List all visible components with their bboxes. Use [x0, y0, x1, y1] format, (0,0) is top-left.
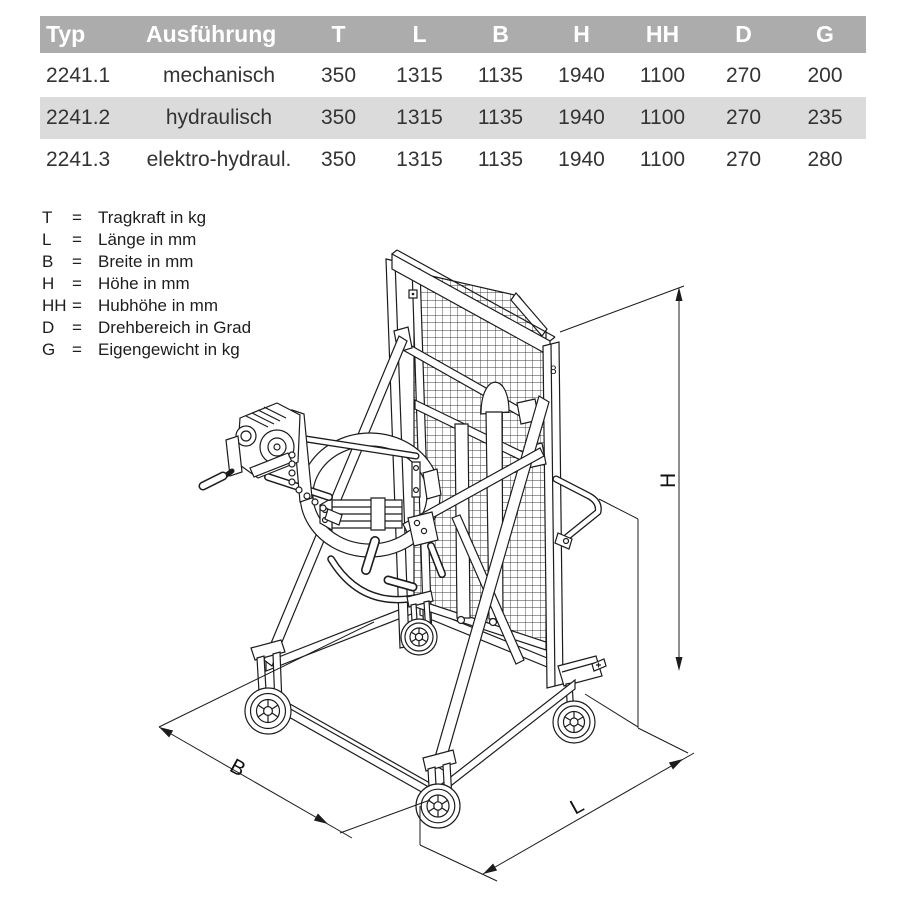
caster-right-braked	[552, 655, 607, 744]
cell-typ: 2241.2	[40, 97, 140, 139]
legend-item: H=Höhe in mm	[42, 274, 190, 293]
col-header-hh: HH	[622, 16, 703, 55]
table-row: 2241.1 mechanisch 350 1315 1135 1940 110…	[40, 54, 866, 97]
col-header-b: B	[460, 16, 541, 55]
caster-left	[244, 639, 292, 735]
abbreviation-legend: T=Tragkraft in kg L=Länge in mm B=Breite…	[42, 207, 251, 361]
col-header-typ: Typ	[40, 16, 140, 55]
crank-handle	[198, 435, 243, 491]
spec-table: Typ Ausführung T L B H HH D G 2241.1 mec…	[40, 16, 866, 181]
col-header-h: H	[541, 16, 622, 55]
col-header-l: L	[379, 16, 460, 55]
cell-ausfuehrung: elektro-hydraul.	[146, 148, 292, 171]
legend-item: G=Eigengewicht in kg	[42, 340, 240, 359]
col-header-ausfuehrung: Ausführung	[140, 16, 298, 55]
cell-typ: 2241.3	[46, 148, 111, 171]
caster-front	[415, 749, 461, 829]
winch-assembly	[198, 402, 420, 526]
cell-ausfuehrung: hydraulisch	[140, 97, 298, 139]
table-header-row: Typ Ausführung T L B H HH D G	[40, 16, 866, 55]
table-row: 2241.3 elektro-hydraul. 350 1315 1135 19…	[40, 139, 866, 181]
col-header-t: T	[298, 16, 379, 55]
col-header-d: D	[703, 16, 784, 55]
legend-item: HH=Hubhöhe in mm	[42, 296, 219, 315]
legend-item: T=Tragkraft in kg	[42, 208, 207, 227]
lifting-chain	[288, 451, 343, 526]
dimension-label-height: H	[657, 473, 680, 488]
caster-back	[400, 590, 438, 656]
cell-ausfuehrung: mechanisch	[162, 64, 276, 87]
cell-typ: 2241.1	[46, 64, 111, 87]
table-row: 2241.2 hydraulisch 350 1315 1135 1940 11…	[40, 97, 866, 139]
legend-item: L=Länge in mm	[42, 230, 197, 249]
post-marking: 8	[550, 363, 557, 377]
legend-item: B=Breite in mm	[42, 252, 194, 271]
col-header-g: G	[784, 16, 866, 55]
legend-item: D=Drehbereich in Grad	[42, 318, 252, 337]
push-handle	[552, 475, 602, 550]
base-frame-front	[263, 678, 576, 801]
